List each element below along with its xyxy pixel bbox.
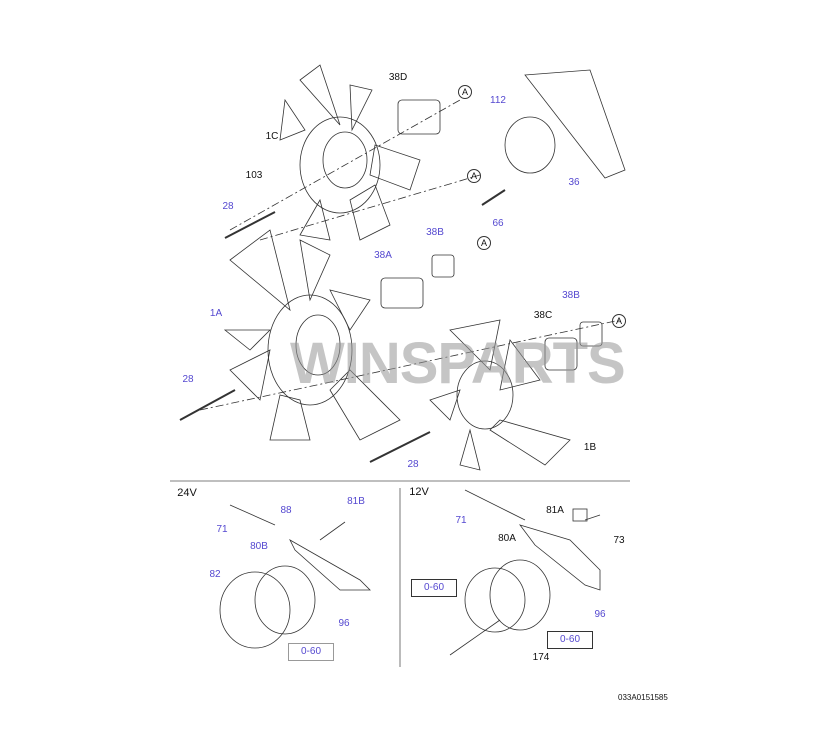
label-38a: 38A <box>374 250 392 261</box>
fan-1b <box>429 319 571 471</box>
label-38b: 38B <box>426 227 444 238</box>
label-28: 28 <box>222 201 234 212</box>
label-73: 73 <box>613 535 625 546</box>
ref-box-0-60[interactable]: 0-60 <box>411 579 457 597</box>
section-title-12v: 12V <box>409 486 429 498</box>
label-1a: 1A <box>209 308 223 319</box>
bolts <box>179 189 506 463</box>
center-lines <box>199 99 621 411</box>
label-82: 82 <box>209 569 221 580</box>
label-38b-2: 38B <box>562 290 580 301</box>
section-title-24v: 24V <box>177 487 197 499</box>
spacer-38c <box>544 337 578 371</box>
fan-1c <box>279 64 421 241</box>
label-71: 71 <box>216 524 228 535</box>
label-1b: 1B <box>583 442 597 453</box>
ref-circle-a: A <box>458 85 472 99</box>
label-96: 96 <box>338 618 350 629</box>
label-28-3: 28 <box>407 459 419 470</box>
label-28-2: 28 <box>182 374 194 385</box>
label-96-12v: 96 <box>594 609 606 620</box>
label-66: 66 <box>492 218 504 229</box>
label-88: 88 <box>280 505 292 516</box>
label-71-12v: 71 <box>455 515 467 526</box>
spacer-38b-2 <box>579 321 603 347</box>
drawing-code: 033A0151585 <box>618 693 668 702</box>
ref-circle-a: A <box>477 236 491 250</box>
ref-circle-a: A <box>612 314 626 328</box>
watermark: WINSPARTS <box>290 331 626 396</box>
label-103: 103 <box>245 170 263 181</box>
alternator-24v <box>219 504 371 649</box>
spacer-38b <box>431 254 455 278</box>
label-81b: 81B <box>347 496 365 507</box>
ref-box-0-60[interactable]: 0-60 <box>288 643 334 661</box>
spacer-38a <box>380 277 424 309</box>
label-38d: 38D <box>388 72 408 83</box>
spacer-38d <box>397 99 441 135</box>
label-174: 174 <box>532 652 550 663</box>
label-112: 112 <box>490 95 506 106</box>
label-81a: 81A <box>546 505 564 516</box>
label-38c: 38C <box>533 310 553 321</box>
label-80b: 80B <box>250 541 268 552</box>
ref-circle-a: A <box>467 169 481 183</box>
alternator-12v <box>449 489 601 656</box>
label-1c: 1C <box>265 131 279 142</box>
ref-box-0-60[interactable]: 0-60 <box>547 631 593 649</box>
belt-36 <box>524 69 626 179</box>
label-80a: 80A <box>498 533 516 544</box>
pulley-112 <box>504 116 556 174</box>
label-36: 36 <box>568 177 580 188</box>
fan-1a <box>223 229 401 441</box>
